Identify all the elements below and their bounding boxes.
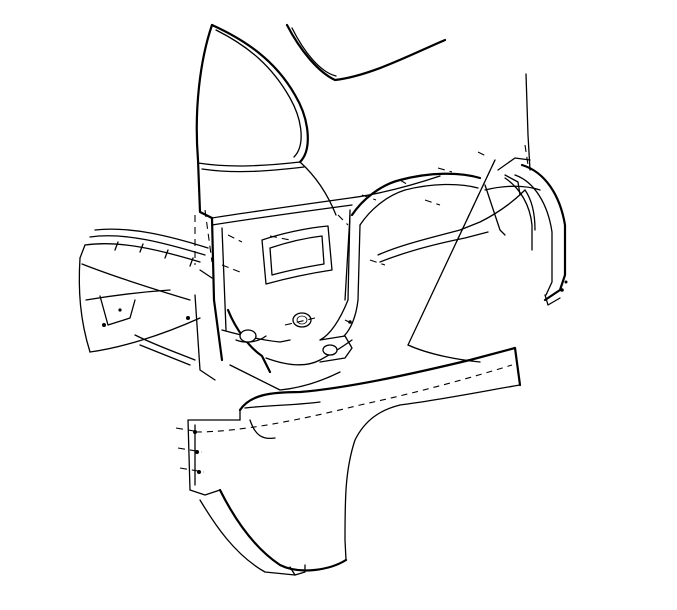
quarter-panel-upper	[195, 23, 531, 220]
fastener-studs	[175, 144, 568, 474]
rear-floor-pan	[78, 228, 216, 381]
wheelhouse-panel	[319, 157, 567, 363]
rear-fender-outer	[187, 346, 522, 576]
quarter-inner-panel	[210, 175, 441, 391]
